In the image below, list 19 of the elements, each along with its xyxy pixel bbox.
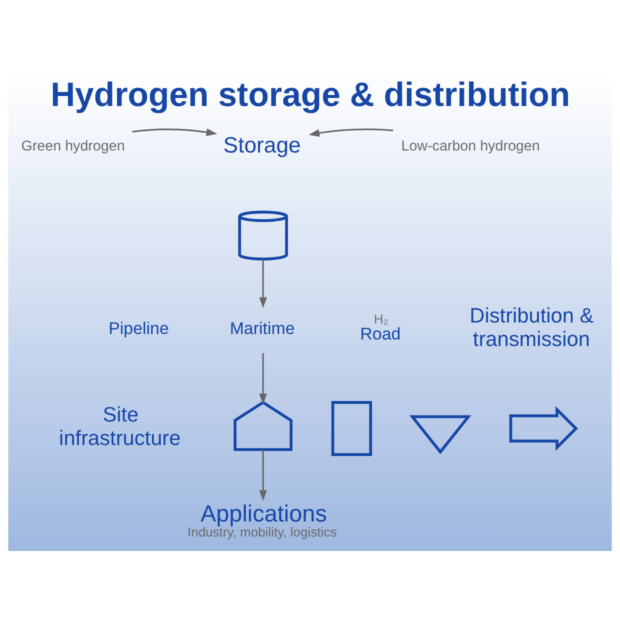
diagram-title: Hydrogen storage & distribution [50, 76, 570, 114]
arrow [259, 258, 267, 308]
node-text: Maritime [230, 318, 295, 338]
node-text: H₂ Road [360, 311, 401, 344]
arrow [259, 352, 267, 404]
node-text: Storage [223, 132, 301, 157]
node-text: Low-carbon hydrogen [401, 138, 540, 154]
node-arrow [509, 406, 578, 450]
node-house [234, 400, 293, 450]
node-text: Green hydrogen [21, 138, 125, 154]
label: Site infrastructure [59, 403, 181, 450]
label: Distribution & transmission [470, 304, 594, 351]
node-text: Pipeline [108, 318, 169, 338]
node-triangle [409, 414, 472, 454]
arrow [259, 449, 267, 501]
node-text: Applications Industry, mobility, logistics [187, 500, 337, 540]
node-box [331, 400, 372, 456]
arrow [308, 128, 394, 136]
arrow [132, 128, 218, 136]
